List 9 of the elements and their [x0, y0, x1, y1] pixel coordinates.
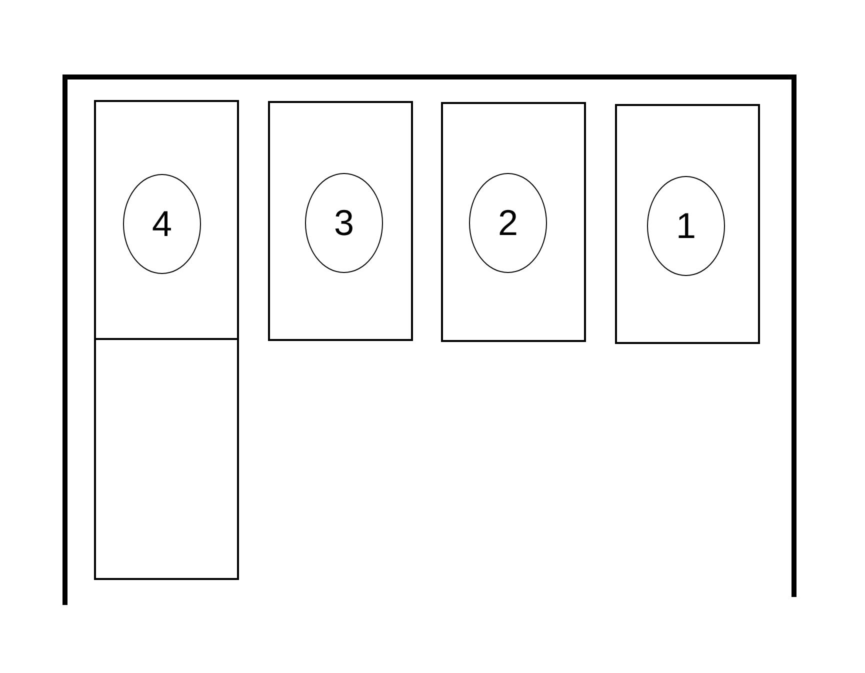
- position-number: 2: [498, 205, 518, 241]
- placement-box: [615, 104, 760, 344]
- placement-box: [268, 101, 413, 341]
- placement-box: [441, 102, 586, 342]
- position-number: 3: [334, 205, 354, 241]
- position-number: 4: [152, 206, 172, 242]
- placement-box: [94, 338, 239, 580]
- placement-box: [94, 100, 239, 340]
- position-number: 1: [676, 208, 696, 244]
